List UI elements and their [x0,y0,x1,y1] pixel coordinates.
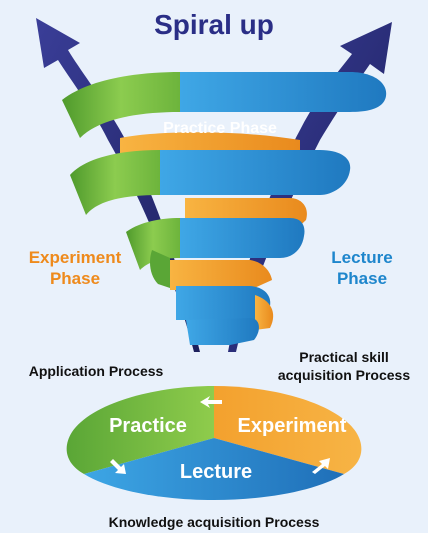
arrow-left-icon [200,396,222,408]
experiment-phase-label-line2: Phase [50,269,100,288]
practice-segment [66,386,215,474]
arrow-up-left-icon [36,18,200,352]
lecture-phase-label-line1: Lecture [331,248,392,267]
lecture-phase-label-line2: Phase [337,269,387,288]
cycle-experiment-label: Experiment [238,415,347,437]
cycle-practice-label: Practice [109,415,187,437]
experiment-segment [214,386,362,474]
spiral-ribbon [62,72,387,345]
cycle-ellipse [66,386,362,500]
knowledge-process-label: Knowledge acquisition Process [109,514,320,530]
arrow-down-right-icon [110,459,126,474]
application-process-label: Application Process [29,363,164,379]
arrow-up-right-icon-small [312,458,330,474]
practical-skill-label-line1: Practical skill [299,349,389,365]
cycle-lecture-label: Lecture [180,461,252,483]
practical-skill-label-line2: acquisition Process [278,367,410,383]
practice-phase-label: Practice Phase [163,120,277,137]
experiment-phase-label-line1: Experiment [29,248,122,267]
lecture-segment [84,438,344,500]
page-title: Spiral up [154,9,274,40]
